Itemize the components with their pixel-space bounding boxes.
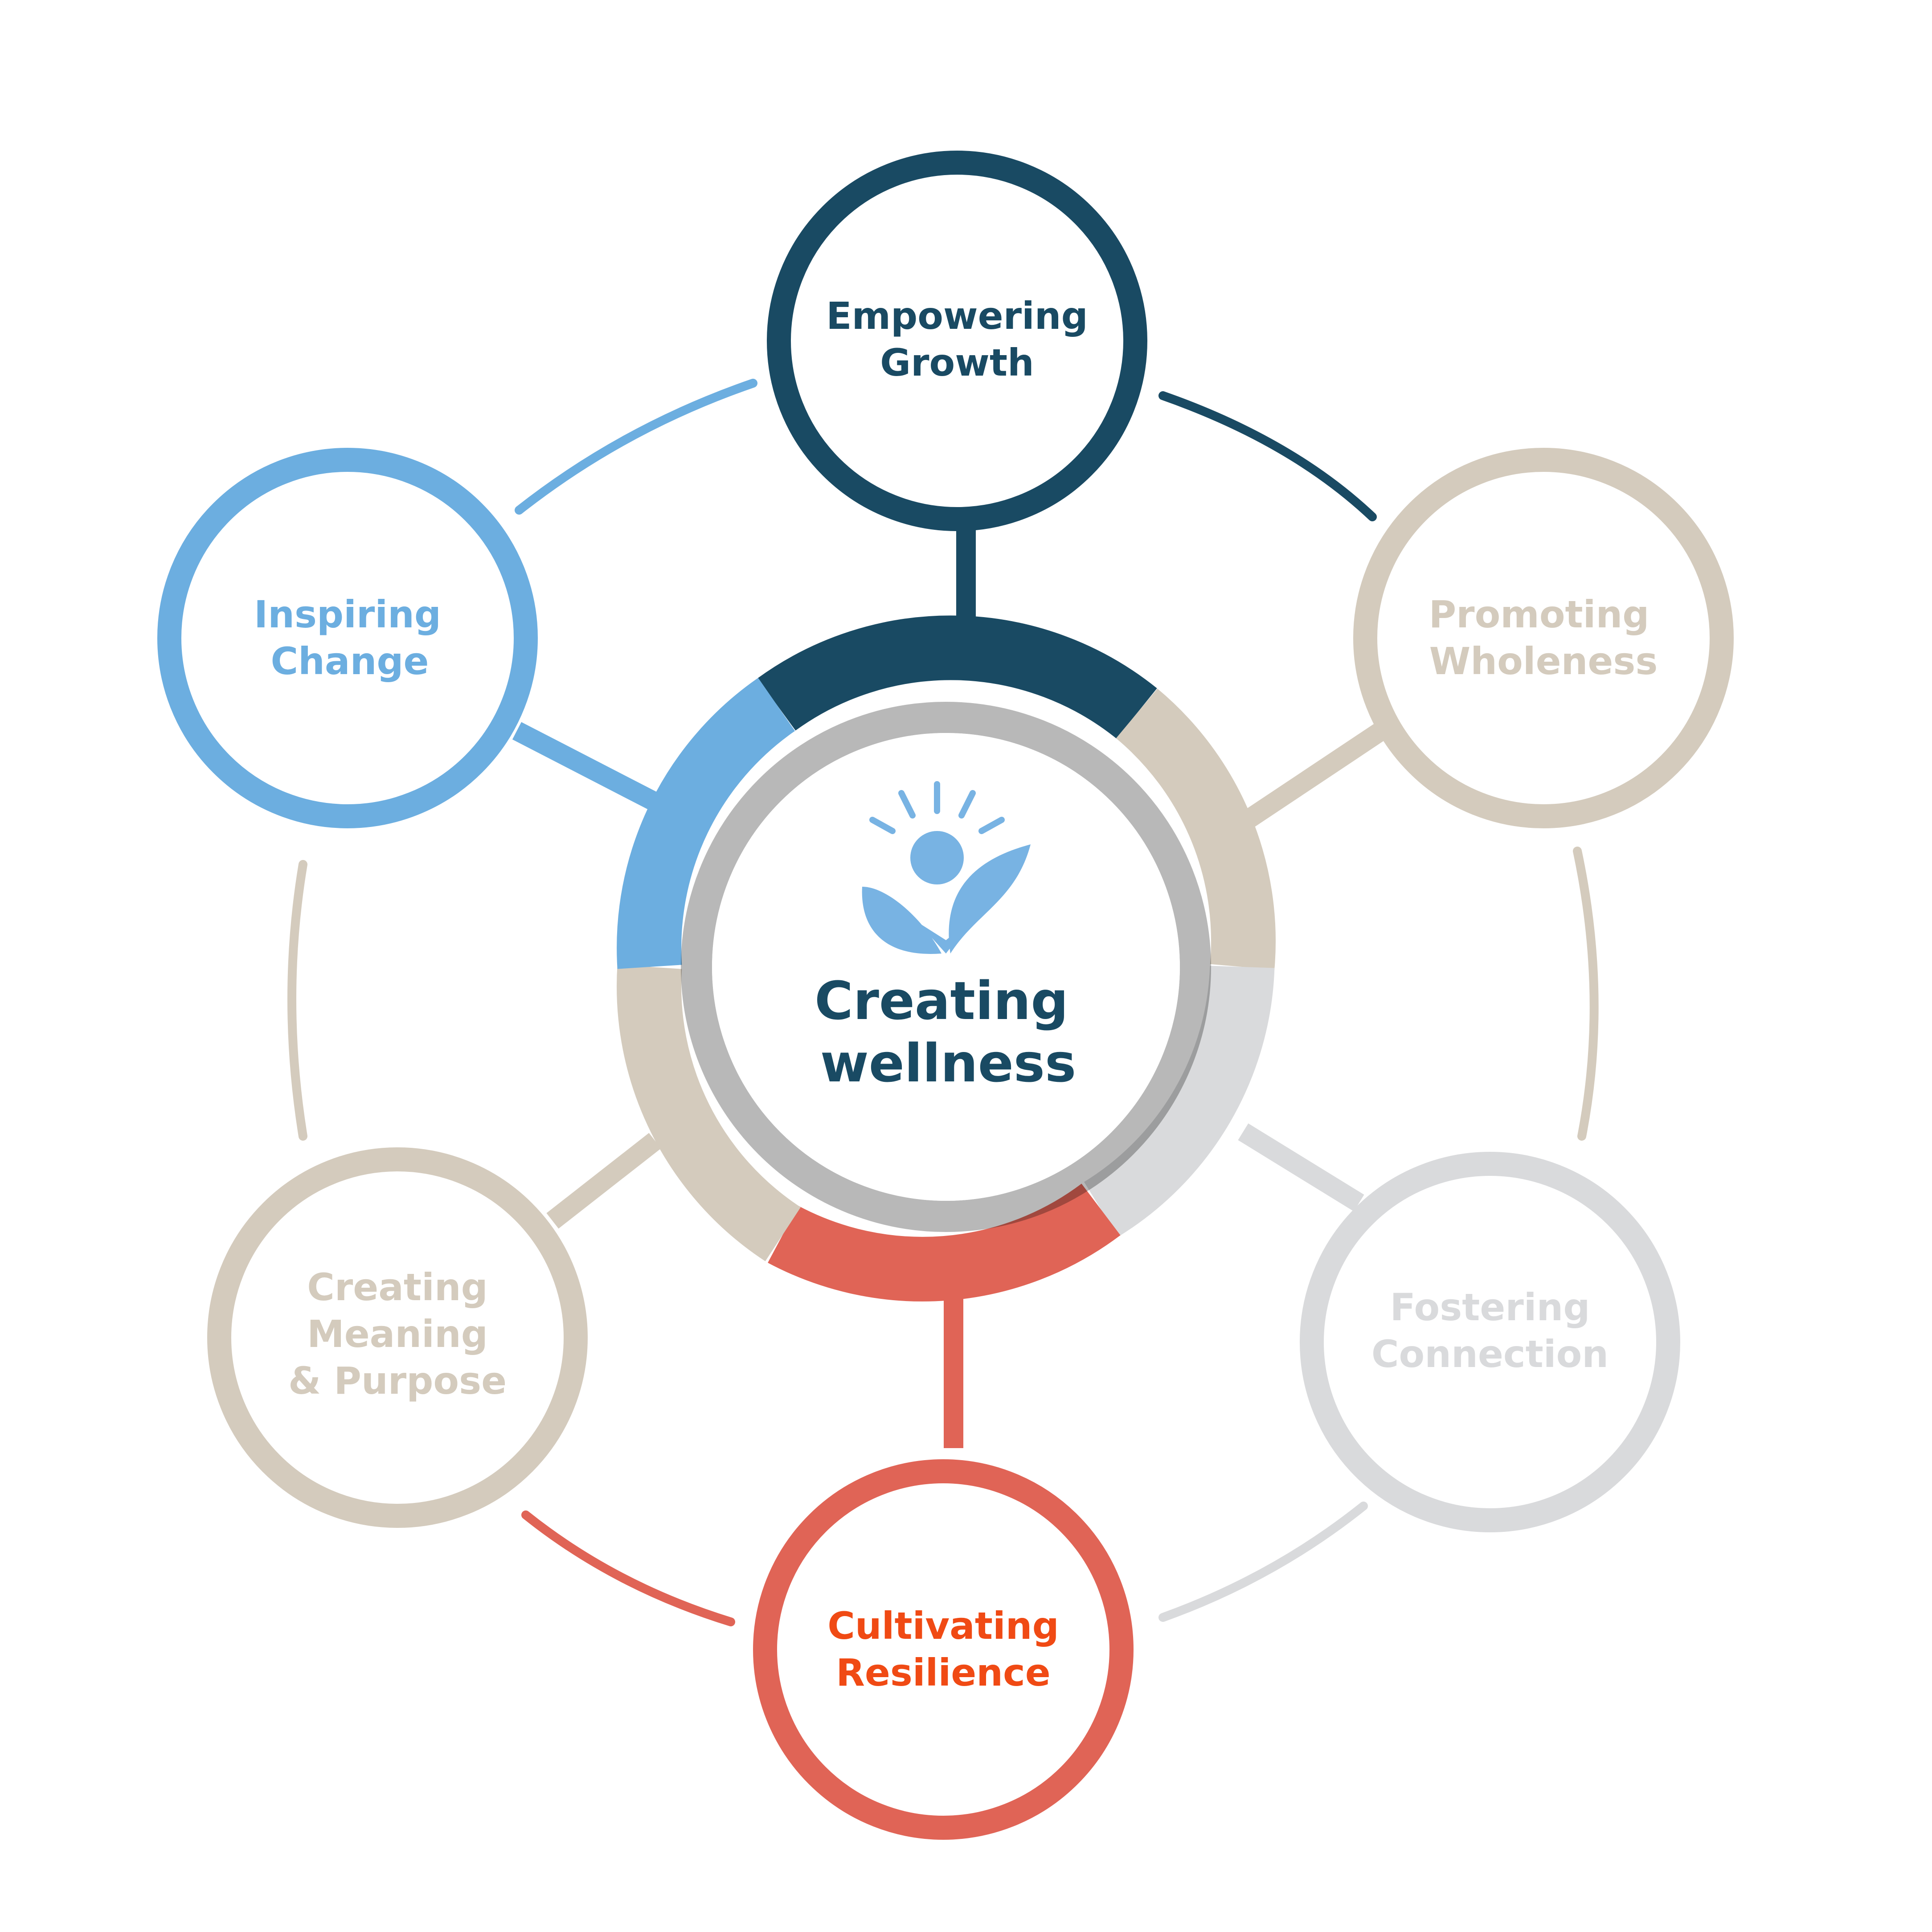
center-ring <box>617 615 1276 1302</box>
center-ring-inner-shadow <box>681 702 1211 1232</box>
node-cultivating-resilience-line1: Cultivating <box>827 1604 1059 1648</box>
spoke-creating-meaning <box>546 1133 661 1229</box>
node-empowering-growth-line2: Growth <box>880 341 1034 385</box>
spoke-promoting-wholeness <box>1242 722 1387 828</box>
node-promoting-wholeness-line2: Wholeness <box>1429 639 1658 683</box>
node-inspiring-change-line2: Change <box>270 639 429 683</box>
spoke-inspiring-change <box>512 722 660 811</box>
node-fostering-connection: Fostering Connection <box>1300 1152 1680 1532</box>
sprout-person-sun-icon <box>862 781 1031 954</box>
ring-segment-meaning <box>617 965 801 1261</box>
node-promoting-wholeness-line1: Promoting <box>1429 593 1650 636</box>
node-creating-meaning-line3: & Purpose <box>288 1359 507 1403</box>
ring-segment-connection <box>1084 966 1275 1237</box>
node-inspiring-change-line1: Inspiring <box>254 593 441 636</box>
node-promoting-wholeness: Promoting Wholeness <box>1353 448 1734 828</box>
center-title-line1: Creating <box>815 970 1068 1031</box>
ring-segment-resilience <box>768 1183 1121 1302</box>
arc-change-to-growth <box>515 379 757 515</box>
node-creating-meaning-line2: Meaning <box>307 1312 488 1356</box>
arc-growth-to-wholeness <box>1158 391 1377 521</box>
ring-segment-change <box>617 678 795 969</box>
node-fostering-connection-line2: Connection <box>1371 1332 1609 1376</box>
node-empowering-growth: Empowering Growth <box>767 151 1147 531</box>
node-cultivating-resilience-line2: Resilience <box>836 1651 1051 1695</box>
node-cultivating-resilience: Cultivating Resilience <box>753 1459 1134 1840</box>
arc-meaning-to-change <box>287 860 307 1141</box>
center-circle <box>712 733 1180 1201</box>
node-creating-meaning-purpose: Creating Meaning & Purpose <box>207 1147 588 1528</box>
ring-segment-growth <box>757 615 1157 739</box>
node-empowering-growth-line1: Empowering <box>826 294 1088 338</box>
center-title-line2: wellness <box>820 1032 1076 1094</box>
node-creating-meaning-line1: Creating <box>307 1265 488 1309</box>
arc-wholeness-to-connection <box>1573 847 1599 1141</box>
node-inspiring-change: Inspiring Change <box>157 448 538 828</box>
arc-resilience-to-meaning <box>521 1510 735 1626</box>
spoke-fostering-connection <box>1238 1123 1364 1212</box>
ring-segment-wholeness <box>1116 688 1276 970</box>
arc-connection-to-resilience <box>1158 1502 1368 1622</box>
node-fostering-connection-line1: Fostering <box>1390 1285 1590 1329</box>
